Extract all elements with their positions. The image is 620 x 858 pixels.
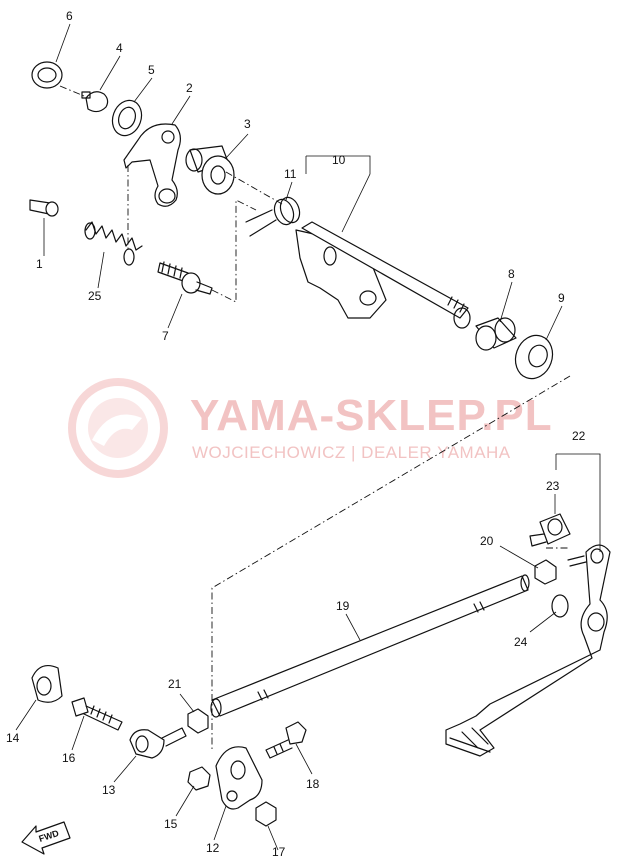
part-17-nut xyxy=(255,801,277,827)
part-15-nut xyxy=(187,766,211,791)
leader-lines xyxy=(15,23,601,851)
part-3-collar xyxy=(185,145,235,195)
part-12-shift-arm xyxy=(215,746,263,810)
callout-15: 15 xyxy=(164,817,178,831)
callout-17: 17 xyxy=(272,845,286,858)
callout-20: 20 xyxy=(480,534,494,548)
callout-6: 6 xyxy=(66,9,73,23)
callout-24: 24 xyxy=(514,635,528,649)
callout-5: 5 xyxy=(148,63,155,77)
part-22-shift-pedal xyxy=(445,544,611,757)
part-9-oil-seal xyxy=(514,334,554,380)
part-5-washer xyxy=(111,99,143,137)
callout-7: 7 xyxy=(162,329,169,343)
callout-11: 11 xyxy=(284,167,297,181)
callout-14: 14 xyxy=(6,731,20,745)
part-25-spring xyxy=(84,221,143,266)
part-1-pin xyxy=(29,199,59,217)
callout-13: 13 xyxy=(102,783,116,797)
assembly-lines xyxy=(59,85,571,750)
callout-23: 23 xyxy=(546,479,560,493)
watermark-title: YAMA-SKLEP.PL xyxy=(190,391,553,440)
callout-21: 21 xyxy=(168,677,182,691)
part-8-bush xyxy=(475,317,517,351)
callouts: 6 4 5 2 3 11 10 1 25 7 8 9 22 23 20 24 1… xyxy=(6,9,586,858)
callout-25: 25 xyxy=(88,289,102,303)
watermark-logo-icon xyxy=(68,378,168,478)
callout-2: 2 xyxy=(186,81,193,95)
callout-22: 22 xyxy=(572,429,586,443)
callout-18: 18 xyxy=(306,777,320,791)
part-16-bolt xyxy=(71,697,123,731)
part-7-bolt xyxy=(157,261,213,295)
part-13-rod-end xyxy=(129,727,187,759)
part-6-circlip xyxy=(31,61,63,89)
callout-1: 1 xyxy=(36,257,43,271)
part-21-nut xyxy=(187,708,209,734)
callout-16: 16 xyxy=(62,751,76,765)
part-24-washer xyxy=(551,594,569,618)
part-11-torsion-spring xyxy=(245,196,301,237)
callout-19: 19 xyxy=(336,599,350,613)
part-23-joint xyxy=(529,513,571,547)
part-14-dust-boot xyxy=(31,665,63,703)
part-20-nut xyxy=(534,559,557,585)
part-4-clip xyxy=(81,91,109,113)
watermark: YAMA-SKLEP.PL WOJCIECHOWICZ | DEALER YAM… xyxy=(68,378,553,478)
part-10-shift-shaft xyxy=(295,221,471,329)
callout-8: 8 xyxy=(508,267,515,281)
forward-direction-arrow: FWD xyxy=(21,821,71,855)
part-19-shift-rod xyxy=(210,574,530,718)
callout-10: 10 xyxy=(332,153,346,167)
watermark-subtitle: WOJCIECHOWICZ | DEALER YAMAHA xyxy=(192,443,511,462)
part-18-bolt xyxy=(265,721,307,759)
part-2-stopper-lever xyxy=(123,123,181,207)
callout-12: 12 xyxy=(206,841,220,855)
callout-4: 4 xyxy=(116,41,123,55)
callout-3: 3 xyxy=(244,117,251,131)
callout-9: 9 xyxy=(558,291,565,305)
